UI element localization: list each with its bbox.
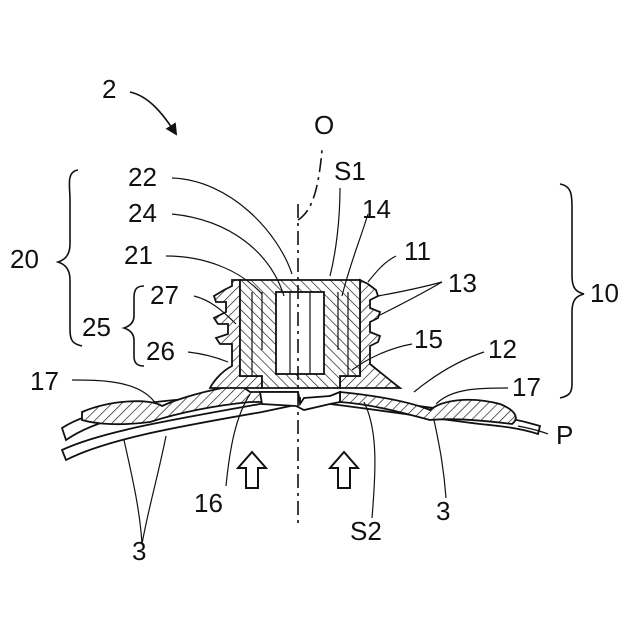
label-25: 25 (82, 312, 111, 342)
label-15: 15 (414, 324, 443, 354)
label-26: 26 (146, 336, 175, 366)
label-O: O (314, 110, 334, 140)
label-22: 22 (128, 162, 157, 192)
label-10: 10 (590, 278, 619, 308)
label-S2: S2 (350, 516, 382, 546)
label-13: 13 (448, 268, 477, 298)
label-2: 2 (102, 74, 116, 104)
brace-20 (58, 170, 82, 346)
up-arrow-icon (238, 452, 266, 488)
label-11: 11 (404, 236, 431, 266)
label-20: 20 (10, 244, 39, 274)
label-14: 14 (362, 194, 391, 224)
label-17-left: 17 (30, 366, 59, 396)
cap-plug (240, 280, 360, 388)
brace-10 (560, 184, 584, 398)
axis-leader (298, 150, 322, 220)
label-21: 21 (124, 240, 153, 270)
label-3-left: 3 (132, 536, 146, 566)
label-S1: S1 (334, 156, 366, 186)
up-arrow-icon (330, 452, 358, 488)
label-24: 24 (128, 198, 157, 228)
label-16: 16 (194, 488, 223, 518)
label-27: 27 (150, 280, 179, 310)
spout-flange (82, 385, 516, 424)
label-P: P (556, 420, 573, 450)
label-12: 12 (488, 334, 517, 364)
brace-25 (124, 286, 144, 366)
label-17-right: 17 (512, 372, 541, 402)
curved-arrow-icon (130, 92, 176, 134)
label-3-right: 3 (436, 496, 450, 526)
